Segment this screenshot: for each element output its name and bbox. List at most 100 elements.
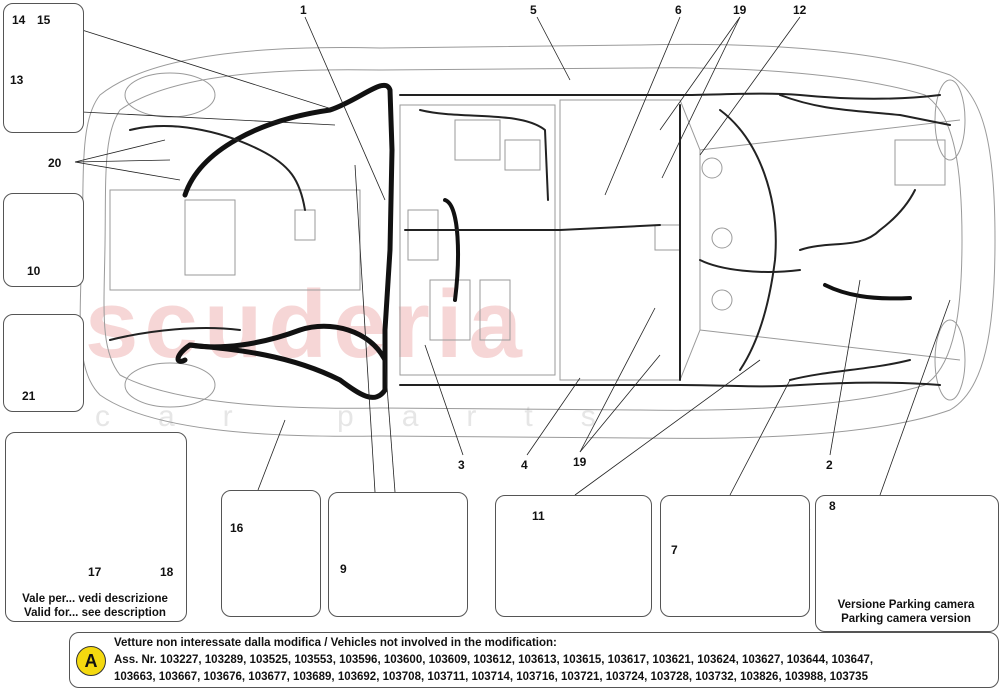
front-light-top (934, 79, 966, 161)
callout-20: 20 (48, 156, 62, 170)
harness-front-inner (799, 189, 916, 251)
callout-11: 11 (532, 509, 545, 523)
leader-19b-2 (579, 354, 661, 453)
callout-13: 13 (10, 73, 24, 87)
callout-16: 16 (230, 521, 244, 535)
note-assembly-numbers-1: Ass. Nr. 103227, 103289, 103525, 103553,… (114, 654, 874, 666)
callout-2: 2 (826, 458, 833, 472)
engine-bay-outline (399, 104, 556, 376)
callout-19-top: 19 (733, 3, 747, 17)
caption-parking-it: Versione Parking camera (837, 599, 975, 611)
leader-13-inset (81, 29, 336, 111)
inset-parking-camera (815, 495, 999, 632)
cabin-module (654, 224, 681, 251)
inset-ground-cable (3, 193, 84, 287)
leader-6 (604, 16, 681, 196)
inset-tailgate-harness (660, 495, 810, 617)
harness-engine-right (443, 198, 460, 302)
callout-9: 9 (340, 562, 347, 576)
hood-line-bottom (699, 329, 961, 361)
inset-clamp (3, 314, 84, 412)
harness-main-rear (182, 82, 395, 393)
caption-valid-it: Vale per... vedi descrizione (22, 593, 168, 605)
callout-10: 10 (27, 264, 41, 278)
harness-front-bottom (789, 359, 911, 381)
callout-6: 6 (675, 3, 682, 17)
leader-19a-2 (661, 16, 741, 179)
leader-3 (424, 344, 464, 456)
caption-valid-en: Valid for... see description (24, 607, 166, 619)
callout-12: 12 (793, 3, 807, 17)
rear-section-outline (109, 189, 361, 291)
leader-5 (536, 16, 571, 81)
leader-20-1 (74, 139, 166, 163)
note-box (69, 632, 999, 688)
cabin-grommet-1 (701, 157, 723, 179)
leader-19b-1 (579, 307, 656, 453)
leader-16-inset (257, 419, 286, 491)
engine-block-right (479, 279, 511, 341)
callout-1: 1 (300, 3, 307, 17)
callout-19-bottom: 19 (573, 455, 587, 469)
rear-light-bottom (124, 362, 216, 408)
leader-12 (699, 16, 801, 156)
note-assembly-numbers-2: 103663, 103667, 103676, 103677, 103689, … (114, 671, 868, 683)
inset-suspension-sensor (5, 432, 187, 622)
car-inner-outline (103, 67, 963, 411)
harness-bottom-long (399, 381, 941, 388)
rear-fuse-box (294, 209, 316, 241)
harness-rear-lower (187, 342, 388, 400)
leader-20-2 (74, 159, 171, 163)
harness-top-long (399, 92, 941, 100)
rear-light-top (124, 72, 216, 118)
callout-14: 14 (12, 13, 26, 27)
harness-engine-mid (404, 224, 661, 231)
hood-line-top (699, 119, 961, 151)
leader-4 (526, 377, 581, 456)
engine-block-left (429, 279, 471, 341)
watermark-subtext: car parts (95, 400, 644, 433)
harness-rear-loop (175, 323, 388, 364)
note-title: Vetture non interessate dalla modifica /… (114, 637, 557, 649)
callout-7: 7 (671, 543, 678, 557)
harness-front-right (823, 283, 912, 301)
engine-module-3 (504, 139, 541, 171)
leader-11-inset (574, 359, 761, 496)
front-light-bottom (934, 319, 966, 401)
inset-brackets (3, 3, 84, 133)
rear-module-box (184, 199, 236, 276)
callout-4: 4 (521, 458, 528, 472)
engine-module-1 (407, 209, 439, 261)
inset-engine-harness (495, 495, 652, 617)
inset-relay (221, 490, 321, 617)
watermark-text: scuderia (85, 271, 528, 378)
note-badge: A (76, 646, 106, 676)
leader-8-inset (879, 299, 951, 496)
harness-front-top (779, 94, 951, 126)
harness-front-cabin (719, 109, 777, 371)
callout-5: 5 (530, 3, 537, 17)
leader-7-inset (729, 379, 791, 496)
leader-20-3 (74, 161, 181, 181)
caption-parking-camera: Versione Parking camera Parking camera v… (815, 598, 997, 626)
cabin-grommet-3 (711, 289, 733, 311)
leader-19a-1 (659, 16, 741, 131)
leader-9-inset-a (354, 164, 376, 493)
cabin-grommet-2 (711, 227, 733, 249)
callout-8: 8 (829, 499, 836, 513)
leader-9-inset-b (384, 359, 396, 493)
caption-valid-for: Vale per... vedi descrizione Valid for..… (5, 592, 185, 620)
leader-2 (829, 279, 861, 456)
callout-21: 21 (22, 389, 36, 403)
leader-13-inset-b (81, 111, 336, 126)
caption-parking-en: Parking camera version (841, 613, 971, 625)
callout-17: 17 (88, 565, 102, 579)
inset-grommet (328, 492, 468, 617)
harness-rear-top (129, 125, 306, 211)
harness-engine-top (419, 109, 549, 201)
front-module-box (894, 139, 946, 186)
harness-rear-bottom (109, 327, 241, 341)
callout-15: 15 (37, 13, 51, 27)
